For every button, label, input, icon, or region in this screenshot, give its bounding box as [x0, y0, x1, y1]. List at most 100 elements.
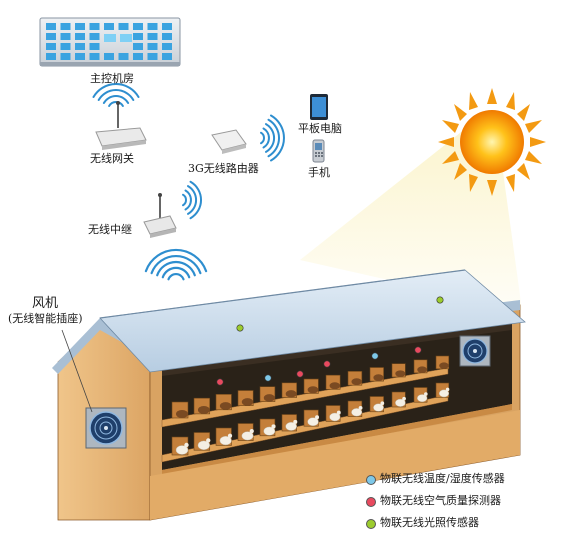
chicken-brown: [197, 406, 210, 414]
duck-white: [263, 426, 276, 436]
server-panel-light: [75, 23, 85, 30]
server-panel-light: [162, 53, 172, 60]
server-panel-light: [104, 23, 114, 30]
server-panel-light: [75, 33, 85, 40]
server-panel-light: [118, 53, 129, 60]
mobile-phone-icon: [312, 139, 325, 163]
duck-head: [358, 406, 363, 410]
server-panel-light: [75, 53, 85, 60]
duck-head: [336, 410, 341, 415]
sensor-dot: [436, 296, 444, 304]
chicken-brown: [176, 410, 188, 418]
server-panel-light: [46, 33, 56, 40]
3g-router-icon: [211, 129, 247, 154]
duck-head: [315, 415, 320, 420]
server-panel-light: [147, 33, 158, 40]
duck-head: [227, 433, 233, 438]
signal-arc: [262, 127, 270, 149]
signal-arc: [161, 266, 191, 279]
duck-white: [241, 431, 254, 441]
chicken-brown: [219, 402, 232, 410]
duck-white: [175, 445, 189, 455]
duck-head: [293, 419, 298, 424]
server-panel-light: [46, 53, 56, 60]
server-panel-light: [89, 33, 100, 40]
duck-white: [373, 403, 384, 412]
legend-item-air-quality: 物联无线空气质量探测器: [366, 492, 566, 514]
duck-white: [439, 389, 450, 398]
server-panel-light: [104, 53, 114, 60]
server-panel-light: [133, 33, 143, 40]
signal-arc: [265, 123, 276, 153]
tablet-icon: [310, 94, 328, 120]
duck-white: [395, 398, 406, 407]
legend-dot-blue: [366, 475, 376, 485]
chicken-brown: [263, 394, 275, 402]
signal-arc: [156, 260, 196, 277]
duck-head: [249, 429, 254, 434]
server-panel-light: [133, 53, 143, 60]
signal-arc: [92, 83, 140, 98]
sensor-dot: [216, 378, 224, 386]
server-rack-icon: [39, 17, 181, 67]
legend-label: 物联无线光照传感器: [380, 516, 479, 529]
duck-head: [424, 392, 428, 396]
signal-arc: [182, 193, 187, 207]
chicken-brown: [439, 362, 449, 369]
duck-white: [351, 408, 363, 417]
front-ventilation-fan: [85, 407, 127, 449]
legend-item-light: 物联无线光照传感器: [366, 514, 566, 536]
sun-icon: [438, 88, 546, 196]
server-panel-light: [162, 43, 172, 50]
server-panel-light: [46, 23, 56, 30]
duck-head: [402, 396, 406, 401]
server-panel-light: [162, 33, 172, 40]
server-panel-light: [133, 43, 143, 50]
legend-dot-red: [366, 497, 376, 507]
control-room-label: 主控机房: [90, 72, 134, 85]
poultry-house: [52, 269, 526, 521]
sensor-dot: [296, 370, 304, 378]
duck-head: [380, 401, 385, 406]
signal-arc: [144, 248, 208, 273]
duck-white: [285, 422, 297, 431]
sensor-dot: [264, 374, 272, 382]
server-panel-light: [60, 33, 71, 40]
duck-head: [445, 387, 450, 392]
signal-arc: [150, 255, 202, 275]
server-panel-light: [89, 23, 100, 30]
legend-dot-green: [366, 519, 376, 529]
wireless-signal-waves: [92, 83, 285, 281]
sensor-dot: [371, 352, 379, 360]
signal-arc: [260, 131, 265, 145]
fan-label: 风机: [32, 296, 59, 311]
server-display: [104, 34, 116, 42]
server-panel-light: [133, 23, 143, 30]
rear-ventilation-fan: [459, 335, 491, 367]
signal-arc: [270, 114, 285, 162]
signal-arc: [102, 95, 130, 104]
signal-arc: [184, 189, 192, 211]
phone-label: 手机: [308, 166, 330, 179]
server-panel-light: [46, 43, 56, 50]
server-display: [120, 34, 132, 42]
server-panel-light: [60, 23, 71, 30]
server-panel-light: [75, 43, 85, 50]
chicken-brown: [417, 366, 428, 373]
chicken-brown: [241, 398, 254, 406]
server-panel-light: [60, 53, 71, 60]
tablet-label: 平板电脑: [298, 122, 342, 135]
duck-white: [307, 417, 319, 426]
duck-white: [329, 412, 341, 422]
wireless-repeater-icon: [143, 193, 177, 238]
sensor-dot: [236, 324, 244, 332]
fan-sublabel: (无线智能插座): [8, 312, 83, 325]
sensor-markers: [216, 296, 444, 386]
signal-arc: [267, 118, 281, 158]
chicken-brown: [395, 370, 406, 377]
server-panel-light: [60, 43, 71, 50]
chicken-brown: [307, 386, 319, 394]
chicken-brown: [351, 378, 362, 386]
server-panel-light: [89, 53, 100, 60]
